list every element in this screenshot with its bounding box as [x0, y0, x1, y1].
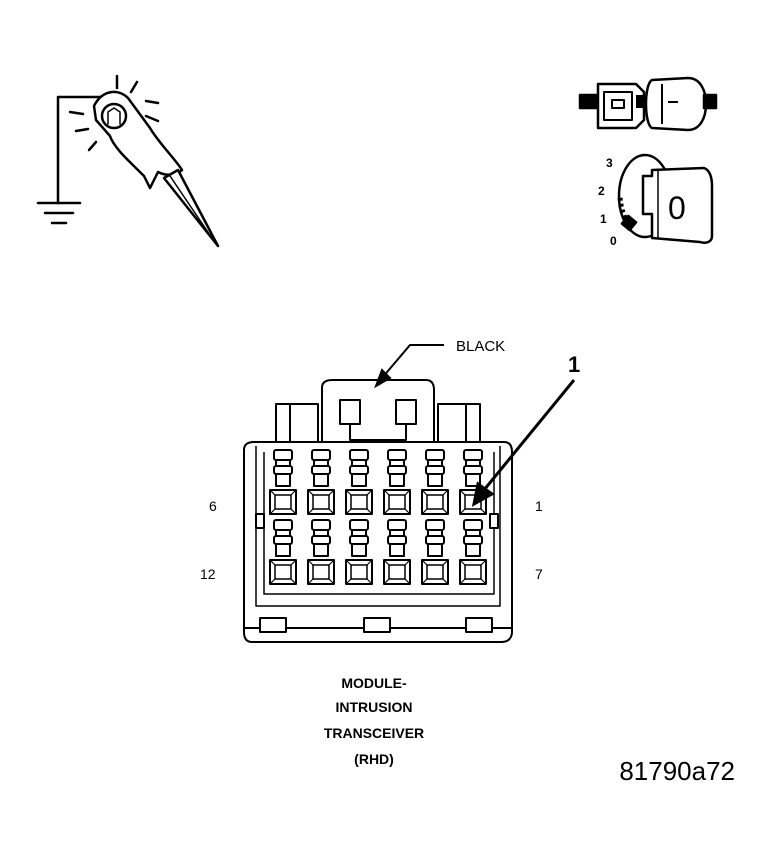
connector-cavity [459, 449, 487, 515]
pin-label-1: 1 [535, 498, 543, 514]
ignition-position-1: 1 [600, 212, 607, 226]
ignition-position-3: 3 [606, 156, 613, 170]
connector-cavity [345, 449, 373, 515]
pin-label-12: 12 [200, 566, 216, 582]
key-face-label: 0 [668, 190, 686, 226]
connector-cavity [421, 449, 449, 515]
connector-cavity [307, 449, 335, 515]
pin-label-7: 7 [535, 566, 543, 582]
connector-cavity [459, 519, 487, 585]
connector-color-label: BLACK [456, 338, 505, 355]
figure-id: 81790a72 [619, 756, 735, 786]
item-callout-arrow [471, 379, 576, 507]
ignition-switch-icon: 3 2 1 0 0 [598, 153, 714, 248]
connector-cavity [383, 449, 411, 515]
connector-cavity [269, 519, 297, 585]
connector-cavity [383, 519, 411, 585]
connector-cavity [269, 449, 297, 515]
item-callout-number: 1 [568, 352, 580, 377]
pin-label-6: 6 [209, 498, 217, 514]
ignition-position-2: 2 [598, 184, 605, 198]
caption-line-1: MODULE- [341, 675, 407, 691]
connector-disconnect-icon [578, 76, 718, 132]
ignition-position-0: 0 [610, 234, 617, 248]
color-callout-arrow [374, 344, 444, 389]
connector-cavity [345, 519, 373, 585]
connector-cavity [421, 519, 449, 585]
caption-line-2: INTRUSION [336, 699, 413, 715]
test-light-probe-icon [36, 74, 220, 248]
connector-cavity [307, 519, 335, 585]
caption-line-3: TRANSCEIVER [324, 725, 424, 741]
caption-line-4: (RHD) [354, 751, 394, 767]
connector-face [243, 379, 513, 643]
